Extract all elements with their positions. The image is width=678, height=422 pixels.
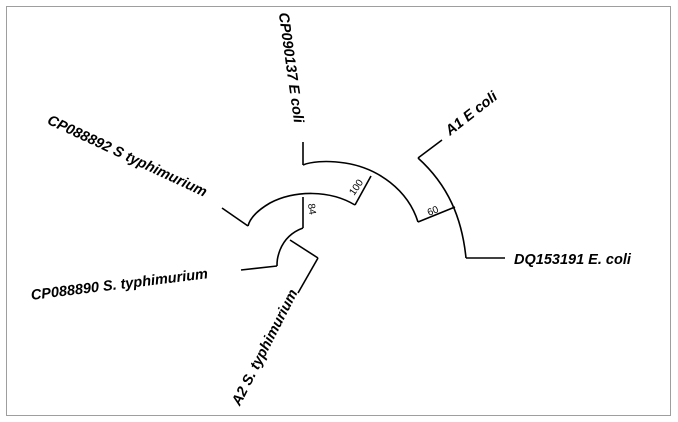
branch-arc-main <box>302 160 419 223</box>
branch-a1-e-coli <box>417 139 443 159</box>
branch-node-60-inner <box>417 206 456 223</box>
taxon-label-dq153191: DQ153191 E. coli <box>514 252 632 268</box>
branch-cp088892-s-typhimurium <box>221 207 249 227</box>
tree-branches <box>221 139 505 294</box>
bootstrap-label-60: 60 <box>426 204 441 219</box>
branch-a2-s-typhimurium <box>297 257 319 294</box>
branch-arc-node-84 <box>276 227 304 267</box>
bootstrap-label-84: 84 <box>305 203 318 216</box>
branch-node-84-right <box>289 239 319 259</box>
branch-node-100-stem <box>354 175 372 206</box>
branch-arc-salmonella <box>247 192 356 227</box>
branch-cp088890-s-typhimurium <box>240 265 278 271</box>
figure-border <box>6 6 671 416</box>
branch-arc-ecoli-clade <box>417 157 467 259</box>
